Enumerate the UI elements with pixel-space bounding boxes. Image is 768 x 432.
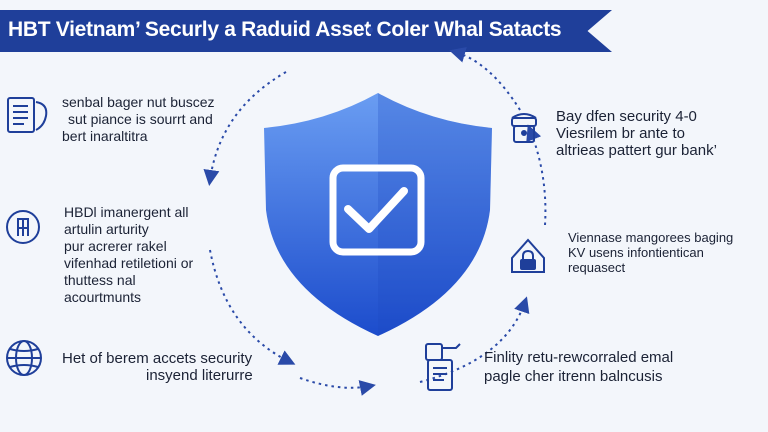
right-item-1-line-1: Bay dfen security 4-0 xyxy=(556,108,697,125)
left-item-1: senbal bager nut buscez sut piance is so… xyxy=(62,94,215,145)
bank-lock-icon xyxy=(511,113,537,143)
left-item-2-line-4: vifenhad retiletioni or xyxy=(64,255,194,271)
left-item-2: HBDl imanergent all artulin arturity pur… xyxy=(64,204,193,306)
checkbox-icon xyxy=(329,164,425,256)
left-item-2-line-1: HBDl imanergent all xyxy=(64,204,189,220)
cycle-arrow-bottom-right xyxy=(419,296,530,383)
left-item-3-line-1: Het of berem accets security xyxy=(62,350,253,367)
right-item-3-line-1: Finlity retu-rewcorraled emal xyxy=(484,349,674,366)
left-item-3: Het of berem accets security insyend lit… xyxy=(62,350,253,384)
left-item-1-line-1: senbal bager nut buscez xyxy=(62,94,215,110)
left-item-1-line-2: sut piance is sourrt and xyxy=(68,111,213,127)
cycle-arrow-bottom-left xyxy=(209,249,296,365)
left-item-3-line-2: insyend literurre xyxy=(146,367,253,384)
right-item-3: Finlity retu-rewcorraled emal pagle cher… xyxy=(484,348,673,386)
globe-icon xyxy=(6,340,42,376)
left-item-1-line-3: bert inaraltitra xyxy=(62,128,148,144)
right-item-1-line-2: Viesrilem br ante to xyxy=(556,125,685,142)
cycle-arrow-top-right xyxy=(449,47,521,111)
left-item-2-line-6: acourtmunts xyxy=(64,289,142,305)
title-banner xyxy=(0,10,612,52)
padlock-icon xyxy=(511,238,545,273)
document-icon xyxy=(7,97,48,133)
right-item-2: Viennase mangorees baging KV usens infon… xyxy=(568,230,733,275)
left-item-2-line-2: artulin arturity xyxy=(64,221,149,237)
left-item-2-line-5: thuttess nal xyxy=(64,272,136,288)
left-item-2-line-3: pur acrerer rakel xyxy=(64,238,167,254)
cycle-arrow-bottom xyxy=(299,377,376,396)
cycle-dot-top xyxy=(367,27,373,33)
right-item-2-line-1: Viennase mangorees baging xyxy=(568,230,734,245)
right-item-3-line-2: pagle cher itrenn balncusis xyxy=(484,368,663,385)
pen-nib-icon xyxy=(6,210,40,244)
right-item-2-line-3: requasect xyxy=(568,260,626,275)
right-item-1-line-3: altrieas pattert gur bank’ xyxy=(556,142,717,159)
page-title: HBT Vietnam’ Securly a Raduid Asset Cole… xyxy=(8,18,562,41)
cycle-arrows xyxy=(203,47,547,396)
right-item-2-line-2: KV usens infontientican xyxy=(568,245,704,260)
cycle-arrow-right xyxy=(526,124,547,226)
mobile-document-icon xyxy=(425,343,461,391)
right-item-1: Bay dfen security 4-0 Viesrilem br ante … xyxy=(556,108,717,159)
